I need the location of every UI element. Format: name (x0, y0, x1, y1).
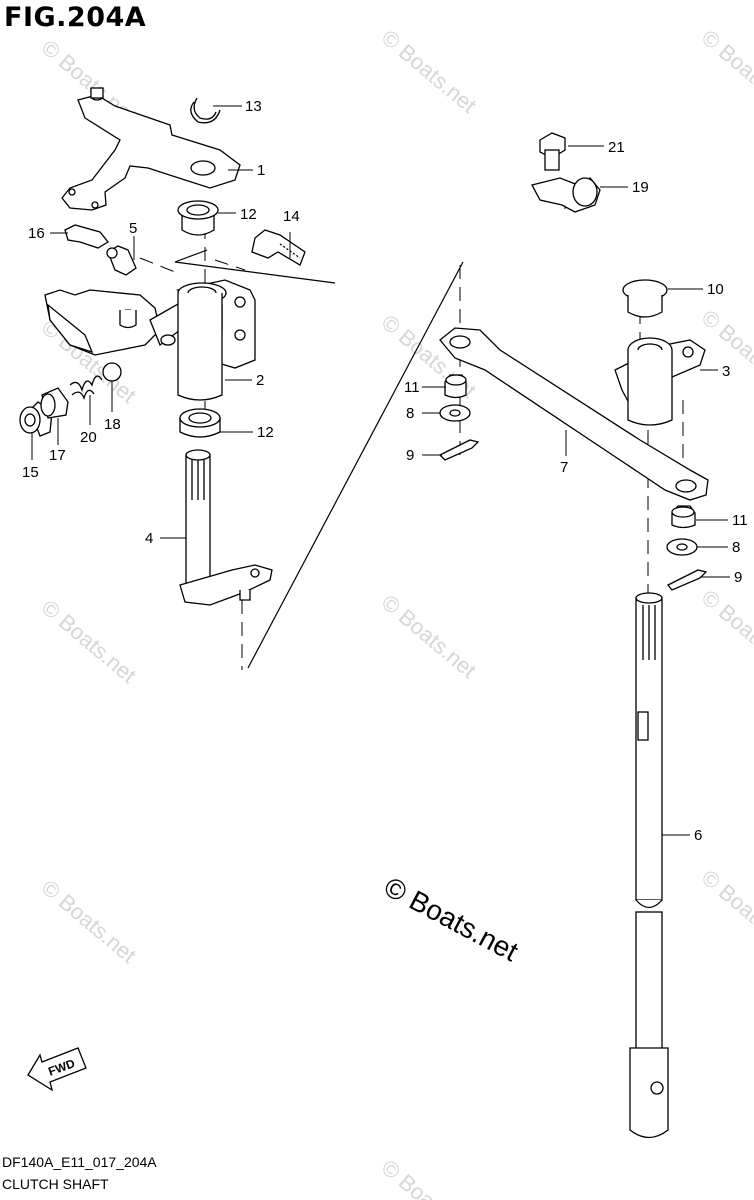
callout-18: 18 (104, 416, 121, 433)
callout-11-left: 11 (404, 379, 420, 396)
callout-12-lower: 12 (257, 424, 274, 441)
figure-title: FIG.204A (4, 2, 147, 33)
fwd-arrow: FWD (27, 1047, 87, 1092)
callout-21: 21 (608, 139, 625, 156)
figure-caption: CLUTCH SHAFT (2, 1176, 109, 1192)
callout-8-left: 8 (406, 405, 414, 422)
callout-8-right: 8 (732, 539, 740, 556)
watermark: © Boats.net (697, 305, 754, 398)
watermark: © Boats.net (37, 595, 141, 688)
part-detent-assembly (19, 362, 122, 437)
watermark: © Boats.net (377, 590, 481, 683)
part-clutch-shaft (629, 592, 669, 1139)
callout-7: 7 (560, 459, 568, 476)
part-bushing-lower (179, 408, 221, 438)
watermark: © Boats.net (697, 865, 754, 958)
copyright-text: © Boats.net (379, 871, 523, 967)
callout-9-left: 9 (406, 447, 414, 464)
callout-11-right: 11 (732, 512, 748, 529)
part-shift-shaft (179, 449, 273, 606)
part-clamp-19 (531, 177, 601, 213)
part-clip-16 (64, 224, 109, 249)
callout-1: 1 (257, 162, 265, 179)
callout-2: 2 (256, 372, 264, 389)
part-shift-housing (175, 279, 256, 401)
part-plug-10 (622, 279, 668, 318)
callout-5: 5 (129, 220, 137, 237)
callout-19: 19 (632, 179, 649, 196)
callout-3: 3 (722, 363, 730, 380)
callout-9-right: 9 (734, 569, 742, 586)
connector-diagonal (174, 249, 464, 669)
watermark: © Boats.net (697, 585, 754, 678)
callout-6: 6 (694, 827, 702, 844)
callout-16: 16 (28, 225, 45, 242)
part-e-clip (190, 97, 221, 124)
part-bolt-14 (251, 229, 306, 266)
part-shift-arm (614, 337, 706, 426)
part-bolt-21 (539, 132, 566, 171)
figure-code: DF140A_E11_017_204A (2, 1154, 157, 1170)
watermark: © Boats.net (377, 1155, 481, 1200)
part-pin-set-right (666, 505, 708, 591)
part-bushing-upper (177, 200, 219, 236)
watermark: © Boats.net (697, 25, 754, 118)
watermark: © Boats.net (377, 25, 481, 118)
callout-17: 17 (49, 447, 66, 464)
part-bracket-housing (44, 289, 202, 356)
callout-15: 15 (22, 464, 39, 481)
part-connecting-rod (439, 327, 709, 501)
callout-12-upper: 12 (240, 206, 257, 223)
callout-10: 10 (707, 281, 724, 298)
part-lever-plate (61, 87, 241, 211)
watermark: © Boats.net (37, 875, 141, 968)
part-pin-set-left (438, 374, 480, 461)
callout-20: 20 (80, 429, 97, 446)
callout-4: 4 (145, 530, 153, 547)
callouts: 13 1 12 14 5 16 2 12 4 15 17 20 18 21 19… (22, 98, 748, 844)
callout-13: 13 (245, 98, 262, 115)
callout-14: 14 (283, 208, 300, 225)
callout-leaders (31, 105, 730, 836)
part-grease-fitting (106, 245, 137, 276)
